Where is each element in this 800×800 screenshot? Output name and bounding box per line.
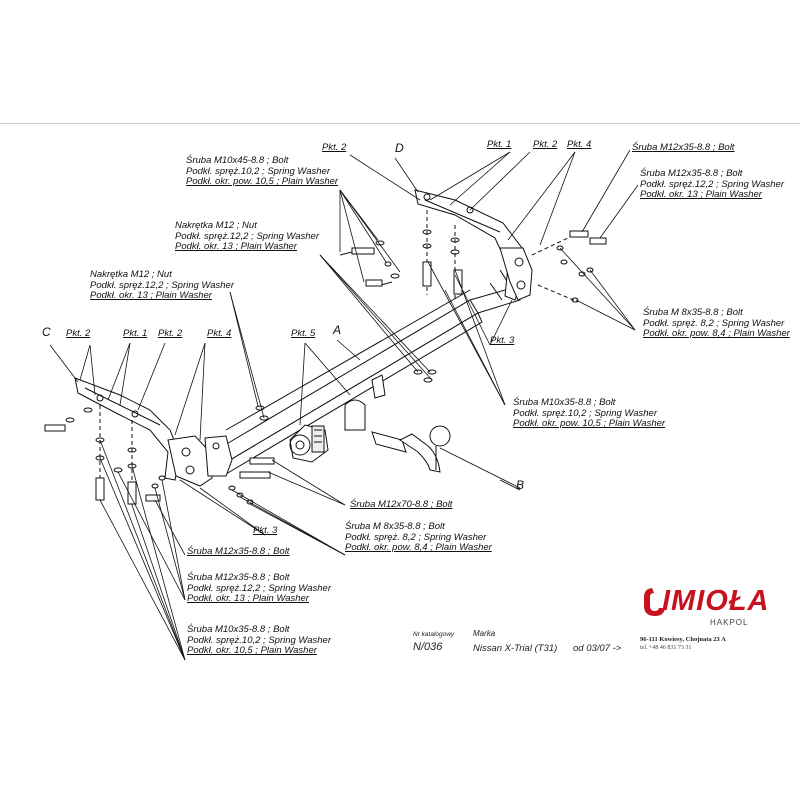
callout-line: Podkł. okr. 13 ; Plain Washer [175, 241, 297, 253]
date-value: od 03/07 -> [573, 643, 622, 654]
callout-bolt-m10x35-bottom: Śruba M10x35-8.8 ; Bolt Podkł. spręż.10,… [187, 624, 331, 657]
callout-line: Podkł. spręż.12,2 ; Spring Washer [90, 279, 234, 291]
callout-line: Podkł. spręż.12,2 ; Spring Washer [640, 178, 784, 190]
callout-bolt-m8x35-right: Śruba M 8x35-8.8 ; Bolt Podkł. spręż. 8,… [643, 307, 790, 340]
pkt1-left: Pkt. 1 [123, 328, 148, 339]
callout-line: Podkł. okr. 13 ; Plain Washer [187, 593, 309, 605]
callout-line: Śruba M10x35-8.8 ; Bolt [513, 397, 616, 408]
callout-line: Podkł. spręż. 8,2 ; Spring Washer [345, 531, 487, 543]
left-bracket [74, 377, 233, 487]
callout-bolt-m12x35-set-bottom: Śruba M12x35-8.8 ; Bolt Podkł. spręż.12,… [187, 572, 331, 605]
callout-nut-top: Nakrętka M12 ; Nut Podkł. spręż.12,2 ; S… [175, 220, 319, 253]
label-C: C [42, 325, 51, 339]
top-fasteners [339, 210, 607, 383]
pkt1-top: Pkt. 1 [487, 139, 512, 150]
callout-bolt-m12x35-bottom: Śruba M12x35-8.8 ; Bolt [187, 546, 290, 557]
pkt2-left-b: Pkt. 2 [158, 328, 183, 339]
callout-nut-left: Nakrętka M12 ; Nut Podkł. spręż.12,2 ; S… [90, 269, 234, 302]
right-bracket [414, 189, 533, 301]
callout-line: Podkł. okr. pow. 10,5 ; Plain Washer [513, 418, 666, 430]
pkt2-top-right: Pkt. 2 [533, 139, 558, 150]
callout-bolt-m8x35-mid: Śruba M 8x35-8.8 ; Bolt Podkł. spręż. 8,… [345, 521, 492, 554]
callout-bolt-m12x70: Śruba M12x70-8.8 ; Bolt [350, 499, 453, 510]
label-B: B [516, 478, 525, 492]
leader-lines [49, 149, 639, 661]
callout-line: Nakrętka M12 ; Nut [175, 220, 257, 231]
callout-line: Podkł. spręż.10,2 ; Spring Washer [187, 634, 331, 646]
callout-line: Śruba M 8x35-8.8 ; Bolt [345, 521, 445, 532]
callout-bolt-m12x35-set-top: Śruba M12x35-8.8 ; Bolt Podkł. spręż.12,… [640, 168, 784, 201]
callout-bolt-m10x45: Śruba M10x45-8.8 ; Bolt Podkł. spręż.10,… [186, 155, 339, 188]
callout-line: Podkł. spręż.12,2 ; Spring Washer [187, 582, 331, 594]
label-D: D [395, 141, 404, 155]
callout-line: Śruba M10x35-8.8 ; Bolt [187, 624, 290, 635]
make-value: Nissan X-Trial (T31) [473, 643, 558, 654]
catalog-number: N/036 [413, 641, 443, 653]
socket-plate [289, 424, 329, 463]
callout-line: Nakrętka M12 ; Nut [90, 269, 172, 280]
pkt5: Pkt. 5 [291, 328, 316, 339]
catalog-label: Nr katalogowy [413, 631, 455, 638]
callout-bolt-m12x35-top: Śruba M12x35-8.8 ; Bolt [632, 142, 735, 153]
pkt3-bottom: Pkt. 3 [253, 525, 278, 536]
logo-subtitle: HAKPOL [710, 618, 749, 627]
tow-ball [344, 374, 451, 473]
callout-line: Podkł. okr. pow. 8,4 ; Plain Washer [643, 328, 790, 340]
make-label: Marka [473, 629, 496, 638]
pkt3-top: Pkt. 3 [490, 335, 515, 346]
callout-line: Śruba M10x45-8.8 ; Bolt [186, 155, 289, 166]
callout-line: Podkł. spręż.10,2 ; Spring Washer [186, 165, 330, 177]
callout-line: Podkł. okr. 10,5 ; Plain Washer [187, 645, 317, 657]
pkt2-top-left: Pkt. 2 [322, 142, 347, 153]
callout-line: Śruba M12x35-8.8 ; Bolt [187, 572, 290, 583]
company-phone: tel. +48 46 831 73 31 [640, 645, 692, 651]
callout-line: Podkł. okr. pow. 10,5 ; Plain Washer [186, 176, 339, 188]
label-A: A [333, 323, 342, 337]
logo-wordmark: IMIOŁA [662, 585, 770, 617]
pkt4-top: Pkt. 4 [567, 139, 592, 150]
callout-line: Podkł. okr. 13 ; Plain Washer [90, 290, 212, 302]
callout-line: Śruba M12x35-8.8 ; Bolt [640, 168, 743, 179]
logo-hook-icon [644, 588, 665, 616]
callout-line: Podkł. spręż. 8,2 ; Spring Washer [643, 317, 785, 329]
callout-line: Śruba M 8x35-8.8 ; Bolt [643, 307, 743, 318]
callout-line: Podkł. spręż.10,2 ; Spring Washer [513, 407, 657, 419]
top-rule [0, 123, 800, 124]
callout-line: Podkł. okr. 13 ; Plain Washer [640, 189, 762, 201]
callout-line: Podkł. okr. pow. 8,4 ; Plain Washer [345, 542, 492, 554]
callout-bolt-m10x35-mid: Śruba M10x35-8.8 ; Bolt Podkł. spręż.10,… [513, 397, 666, 430]
company-address: 96-111 Kowiesy, Chojnata 23 A [640, 636, 726, 643]
pkt4-left: Pkt. 4 [207, 328, 232, 339]
pkt2-left-a: Pkt. 2 [66, 328, 91, 339]
callout-line: Podkł. spręż.12,2 ; Spring Washer [175, 230, 319, 242]
